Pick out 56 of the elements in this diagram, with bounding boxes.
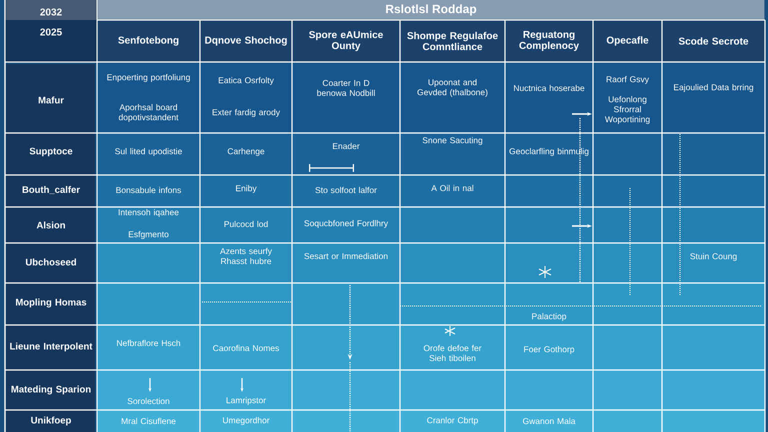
cell-text: Sul lited upodistie: [115, 148, 182, 156]
cell-text: Eajoulied Data brring: [674, 84, 754, 92]
column-heading: Opecafle: [606, 36, 648, 46]
cell-text: Lamripstor: [226, 397, 266, 405]
year-label: 2025: [40, 28, 62, 36]
cell-text: Nuctnica hoserabe: [514, 84, 584, 92]
cell-text: Eniby: [236, 185, 257, 193]
row-heading: Mateding Sparion: [12, 386, 91, 394]
cell-text: Umegordhor: [223, 417, 270, 425]
cell-text: Aporhsal board dopotivstandent: [118, 104, 178, 122]
cell-text: Upoonat and Gevded (thalbone): [418, 79, 488, 97]
row-heading: Alsion: [36, 222, 65, 228]
cell-text: Foer Gothorp: [524, 346, 574, 354]
cell-text: Raorf Gsvy: [606, 76, 649, 84]
column-heading: Scode Secrote: [678, 37, 748, 45]
cell-text: Exter fardig arody: [212, 109, 280, 117]
row-heading: Lieune Interpolent: [10, 342, 92, 352]
cell-text: Sorolection: [128, 398, 170, 404]
cell-text: Orofe defoe fer Sieh tiboilen: [424, 344, 482, 362]
year-label: 2032: [40, 8, 62, 16]
cell-text: Snone Sacuting: [422, 137, 482, 145]
cell-text: Geoclarfling binmulig: [510, 148, 588, 156]
cell-text: Soqucbfoned Fordlhry: [304, 220, 388, 228]
cell-text: Sesart or Immediation: [304, 252, 388, 260]
row-heading: Unikfoep: [31, 416, 71, 426]
cell-text: Bonsabule infons: [116, 186, 182, 194]
cell-text: Nefbraflore Hsch: [117, 340, 180, 346]
cell-text: Coarter In D benowa Nodbill: [317, 80, 375, 96]
row-heading: Ubchoseed: [26, 258, 76, 266]
cell-text: Carhenge: [228, 148, 264, 156]
column-heading: Dqnove Shochog: [205, 36, 287, 46]
row-heading: Mopling Homas: [16, 298, 86, 308]
cell-text: Pulcocd lod: [224, 220, 268, 228]
cell-text: A Oil in nal: [431, 184, 474, 192]
cell-text: Uefonlong Sfrorral Woportining: [604, 96, 650, 124]
cell-text: Cranlor Cbrtp: [427, 417, 478, 425]
row-heading: Bouth_calfer: [22, 186, 80, 194]
cell-text: Mral Cisuflene: [122, 418, 176, 424]
row-heading: Supptoce: [30, 148, 72, 156]
cell-text: Palactiop: [532, 313, 566, 321]
column-heading: Shompe Regulafoe Comntliance: [407, 32, 498, 50]
cell-text: Azents seurfy Rhasst hubre: [220, 248, 272, 264]
row-heading: Mafur: [38, 96, 64, 104]
cell-text: Sto solfoot lalfor: [315, 186, 377, 194]
cell-text: Eatica Osrfolty: [218, 77, 274, 85]
column-heading: Reguatong Complenocy: [519, 31, 579, 51]
cell-text: Enpoerting portfoliung: [107, 74, 190, 82]
cell-text: Caorofina Nomes: [213, 344, 279, 352]
cell-text: Gwanon Mala: [522, 418, 576, 424]
cell-text: Enader: [333, 142, 360, 150]
cell-text: Esfgmento: [128, 231, 168, 239]
title-bar: Rslotlsl Roddap: [98, 0, 764, 20]
column-heading: Senfotebong: [118, 36, 178, 46]
column-heading: Spore eAUmice Ounty: [309, 30, 383, 52]
cell-text: Stuin Coung: [690, 253, 737, 261]
cell-text: Intensoh iqahee: [118, 209, 179, 217]
